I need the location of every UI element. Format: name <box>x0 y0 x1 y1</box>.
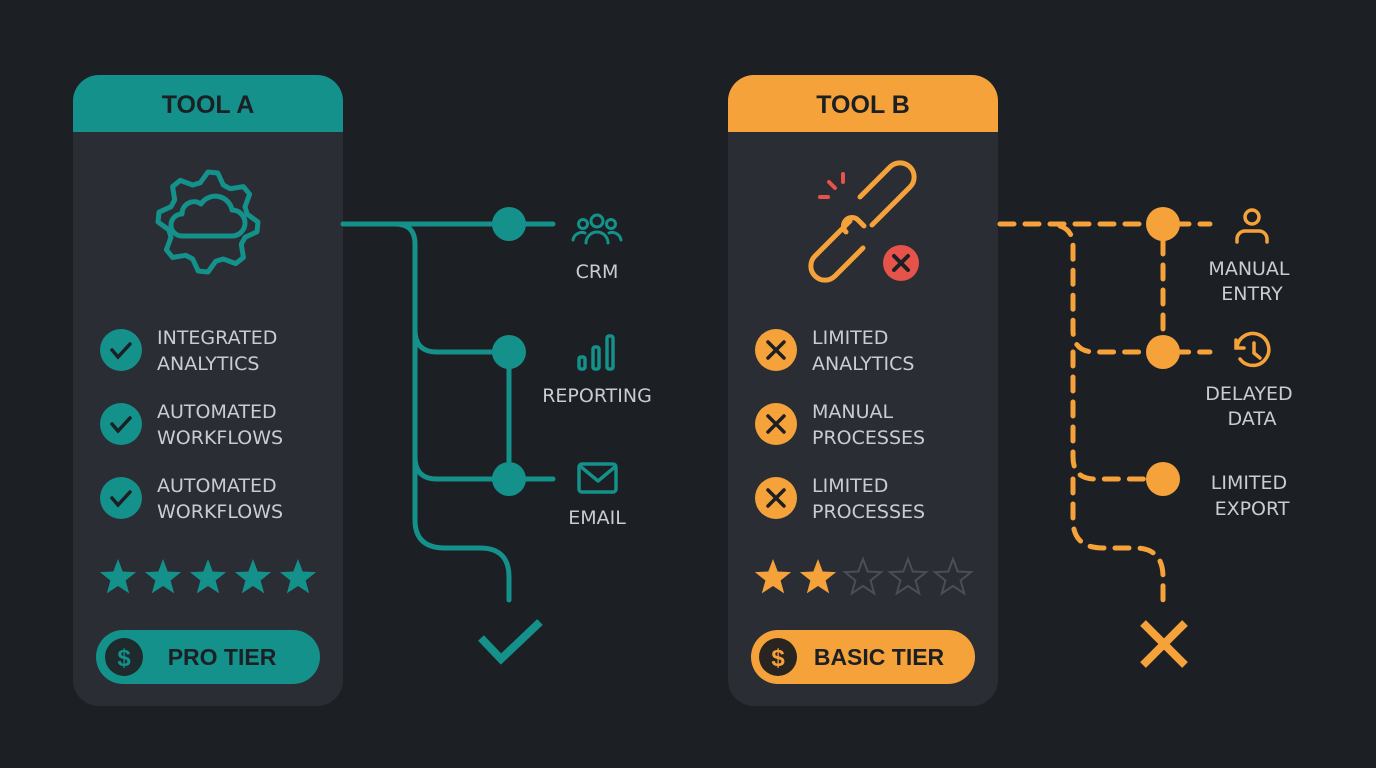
x-circle-icon <box>755 329 797 371</box>
svg-text:$: $ <box>771 645 785 672</box>
limited-export-label: LIMITED EXPORT <box>1211 472 1293 520</box>
basic-tier-label: BASIC TIER <box>814 644 945 670</box>
check-circle-icon <box>100 477 142 519</box>
crm-node <box>492 207 526 241</box>
tool-b-title: TOOL B <box>816 91 910 119</box>
pro-tier-label: PRO TIER <box>168 644 277 670</box>
dollar-icon <box>759 638 797 676</box>
reporting-label: REPORTING <box>542 385 652 407</box>
users-icon <box>571 213 623 245</box>
tool-a-header <box>73 75 343 132</box>
dollar-icon <box>105 638 143 676</box>
star-empty-icon <box>932 556 974 596</box>
tool-b-header <box>728 75 998 132</box>
star-filled-icon <box>754 559 792 594</box>
check-circle-icon <box>100 329 142 371</box>
star-filled-icon <box>279 559 317 594</box>
pro-tier-button[interactable]: $ PRO TIER <box>96 630 320 684</box>
reporting-node <box>492 335 526 369</box>
user-icon <box>1235 208 1269 244</box>
star-filled-icon <box>99 559 137 594</box>
gear-cloud-icon <box>155 169 261 275</box>
star-filled-icon <box>799 559 837 594</box>
manual-entry-label: MANUAL ENTRY <box>1208 258 1295 305</box>
checkmark-icon <box>478 619 543 665</box>
delayed-data-label: DELAYED DATA <box>1205 383 1298 430</box>
broken-link-icon <box>808 160 917 283</box>
star-empty-icon <box>887 556 929 596</box>
manual-entry-node <box>1146 207 1180 241</box>
email-label: EMAIL <box>568 507 626 529</box>
basic-tier-button[interactable]: $ BASIC TIER <box>751 630 975 684</box>
x-circle-icon <box>755 403 797 445</box>
bar-chart-icon <box>577 334 615 371</box>
star-filled-icon <box>189 559 227 594</box>
x-icon <box>1140 620 1188 668</box>
delayed-data-node <box>1146 335 1180 369</box>
error-x-icon <box>883 245 919 281</box>
tool-a-title: TOOL A <box>162 91 255 119</box>
svg-text:$: $ <box>117 645 131 672</box>
crm-label: CRM <box>576 261 619 283</box>
email-node <box>492 462 526 496</box>
star-filled-icon <box>144 559 182 594</box>
star-empty-icon <box>842 556 884 596</box>
tool-a-connectors <box>340 221 556 603</box>
check-circle-icon <box>100 403 142 445</box>
mail-icon <box>577 462 618 494</box>
x-circle-icon <box>755 477 797 519</box>
history-icon <box>1234 331 1271 368</box>
limited-export-node <box>1146 462 1180 496</box>
star-filled-icon <box>234 559 272 594</box>
tool-b-connectors <box>997 221 1213 608</box>
